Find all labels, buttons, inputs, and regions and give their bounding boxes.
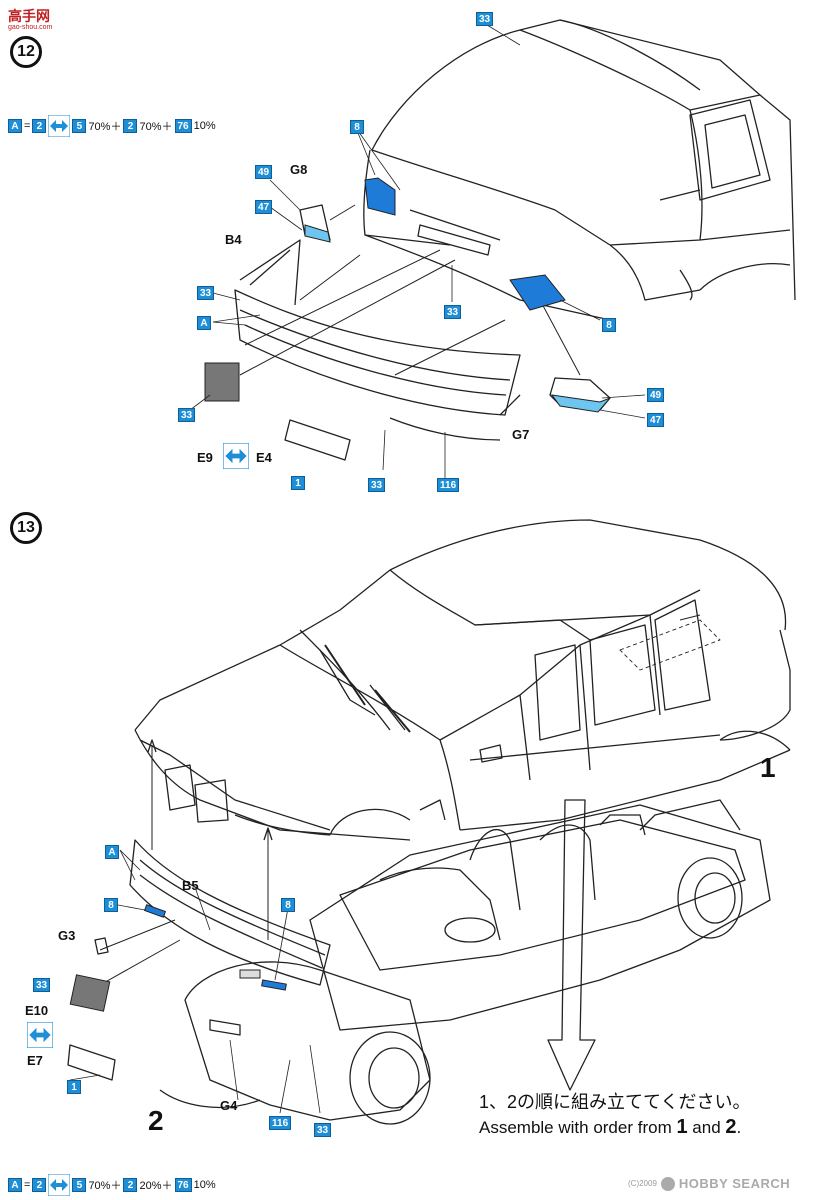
assembly-note-japanese: 1、2の順に組み立ててください。 xyxy=(479,1088,750,1114)
mix-percent: 10% xyxy=(193,120,216,132)
color-badge: 33 xyxy=(314,1123,332,1137)
note-en-end: . xyxy=(736,1118,742,1137)
step-12-mix-formula: A = 2 5 70%＋ 2 70%＋ 76 10% xyxy=(8,115,216,137)
note-en-n2: 2 xyxy=(725,1116,737,1138)
brand-text: HOBBY SEARCH xyxy=(678,1176,791,1191)
color-badge: A xyxy=(8,1178,22,1192)
footer-watermark: (C)2009 HOBBY SEARCH xyxy=(628,1176,790,1191)
mix-percent: 20%＋ xyxy=(139,1180,173,1192)
mix-percent: 70%＋ xyxy=(88,121,122,133)
color-badge: 2 xyxy=(32,1178,47,1192)
equals-sign: = xyxy=(24,1179,31,1191)
footer-mix-formula: A = 2 5 70%＋ 2 20%＋ 76 10% xyxy=(8,1174,216,1196)
mix-arrow-icon xyxy=(48,1174,71,1196)
color-badge: 47 xyxy=(647,413,665,427)
note-jp-text: 1、2の順に組み立ててください。 xyxy=(479,1092,751,1112)
color-badge: A xyxy=(105,845,119,859)
site-logo-text: 高手网 xyxy=(8,8,50,24)
copyright-text: (C)2009 xyxy=(628,1179,657,1188)
color-badge: A xyxy=(8,119,22,133)
color-badge: 116 xyxy=(269,1116,292,1130)
color-badge: 76 xyxy=(174,119,192,133)
part-label: G3 xyxy=(58,928,76,943)
color-badge: 33 xyxy=(197,286,215,300)
note-en-and: and xyxy=(687,1118,726,1137)
assembly-group-2-number: 2 xyxy=(148,1105,164,1136)
color-badge: 1 xyxy=(67,1080,81,1094)
part-label: G8 xyxy=(290,162,308,177)
mix-percent: 70%＋ xyxy=(139,121,173,133)
step-13-full-car-illustration xyxy=(67,519,791,1125)
assembly-group-1-number: 1 xyxy=(760,752,776,783)
color-badge: 33 xyxy=(476,12,494,26)
note-en-n1: 1 xyxy=(676,1116,688,1138)
part-label: B5 xyxy=(182,878,199,893)
assembly-note-english: Assemble with order from 1 and 2. xyxy=(479,1116,741,1139)
step-13-number: 13 xyxy=(10,512,42,544)
color-badge: 33 xyxy=(178,408,196,422)
color-badge: 2 xyxy=(123,1178,138,1192)
color-badge: 47 xyxy=(255,200,273,214)
part-label: B4 xyxy=(225,232,242,247)
color-badge: 8 xyxy=(602,318,616,332)
part-label: G4 xyxy=(220,1098,238,1113)
color-badge: 5 xyxy=(72,119,87,133)
equals-sign: = xyxy=(24,120,31,132)
color-badge: 8 xyxy=(281,898,295,912)
color-badge: 33 xyxy=(444,305,462,319)
mix-arrow-icon xyxy=(223,443,249,469)
color-badge: 116 xyxy=(437,478,460,492)
mix-percent: 10% xyxy=(193,1179,216,1191)
part-label: E4 xyxy=(256,450,272,465)
site-logo: 高手网 gao-shou.com xyxy=(8,6,52,31)
step-12-number: 12 xyxy=(10,36,42,68)
step-12-rear-car-illustration xyxy=(185,19,796,478)
color-badge: A xyxy=(197,316,211,330)
part-label: G7 xyxy=(512,427,530,442)
mix-arrow-icon xyxy=(27,1022,53,1048)
note-en-prefix: Assemble with order from xyxy=(479,1118,677,1137)
color-badge: 2 xyxy=(32,119,47,133)
mix-arrow-icon xyxy=(48,115,71,137)
color-badge: 76 xyxy=(174,1178,192,1192)
part-label: E7 xyxy=(27,1053,43,1068)
color-badge: 49 xyxy=(255,165,273,179)
mix-percent: 70%＋ xyxy=(88,1180,122,1192)
color-badge: 5 xyxy=(72,1178,87,1192)
color-badge: 49 xyxy=(647,388,665,402)
color-badge: 8 xyxy=(350,120,364,134)
color-badge: 33 xyxy=(368,478,386,492)
part-label: E10 xyxy=(25,1003,49,1018)
part-label: E9 xyxy=(197,450,213,465)
color-badge: 8 xyxy=(104,898,118,912)
site-logo-sub: gao-shou.com xyxy=(8,24,53,31)
color-badge: 1 xyxy=(291,476,305,490)
hobby-search-logo-icon xyxy=(660,1176,675,1191)
color-badge: 2 xyxy=(123,119,138,133)
color-badge: 33 xyxy=(33,978,51,992)
